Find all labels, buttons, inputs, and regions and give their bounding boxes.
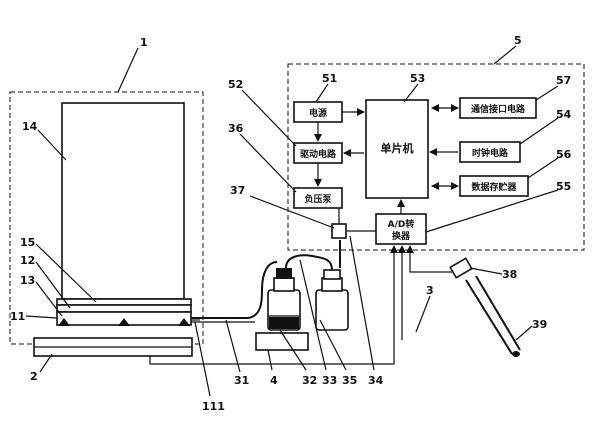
ref-56: 56 — [556, 148, 572, 161]
ref-3: 3 — [426, 284, 434, 297]
leader-36 — [239, 133, 297, 193]
wire-adc-probe — [406, 245, 458, 273]
ref-31: 31 — [234, 374, 249, 387]
valve-37 — [331, 223, 347, 239]
ref-33: 33 — [322, 374, 337, 387]
leader-31 — [225, 319, 241, 373]
leader-1 — [117, 47, 139, 93]
mcu-53 — [365, 99, 429, 199]
probe-shaft-39 — [465, 279, 513, 355]
ref-37: 37 — [230, 184, 245, 197]
leader-35 — [319, 319, 347, 371]
ref-54: 54 — [556, 108, 572, 121]
stand-4 — [255, 332, 309, 351]
probe-head-38 — [449, 257, 473, 279]
adc-55 — [375, 213, 427, 245]
ref-34: 34 — [368, 374, 384, 387]
leader-13 — [35, 281, 63, 317]
leader-14 — [37, 129, 67, 161]
tube-31 — [191, 261, 278, 319]
ref-36: 36 — [228, 122, 244, 135]
bottle-32-neck — [273, 277, 295, 292]
leader-15 — [35, 243, 97, 303]
ref-12: 12 — [20, 254, 35, 267]
ref-15: 15 — [20, 236, 35, 249]
ref-53: 53 — [410, 72, 425, 85]
leader-4 — [267, 349, 273, 371]
block-adc-label-2: 换器 — [392, 230, 411, 242]
plate-15 — [56, 298, 192, 306]
leader-32 — [279, 329, 307, 371]
ref-4: 4 — [270, 374, 278, 387]
leader-52 — [241, 89, 297, 147]
leader-56 — [527, 157, 559, 179]
leader-33 — [299, 259, 327, 371]
bottle-33-neck — [321, 277, 343, 292]
block-power-label: 电源 — [309, 107, 327, 119]
probe-tip-39 — [512, 351, 520, 357]
bottle-33-cap — [323, 269, 341, 280]
leader-38 — [469, 267, 503, 275]
leader-5 — [493, 45, 517, 65]
ref-51: 51 — [322, 72, 337, 85]
clock-54 — [459, 141, 521, 163]
leader-39 — [515, 325, 533, 341]
ref-11: 11 — [10, 310, 25, 323]
ref-38: 38 — [502, 268, 517, 281]
block-adc-label-1: A/D转 — [388, 218, 415, 230]
leader-54 — [519, 117, 559, 145]
memory-56 — [459, 175, 529, 197]
support-triangle — [178, 318, 190, 326]
layer-12 — [56, 304, 192, 313]
support-triangle — [58, 318, 70, 326]
unit-5-dashed-border — [287, 63, 585, 251]
ref-57: 57 — [556, 74, 571, 87]
leader-34 — [349, 235, 375, 371]
ref-111: 111 — [202, 400, 225, 413]
leader-2 — [39, 353, 53, 373]
wire-adc-platform — [149, 245, 398, 365]
block-comm-label: 通信接口电路 — [471, 103, 526, 115]
ref-32: 32 — [302, 374, 317, 387]
probe-shaft-39b — [475, 275, 521, 351]
ref-13: 13 — [20, 274, 35, 287]
tube-33 — [285, 254, 333, 271]
block-driver-label: 驱动电路 — [300, 148, 337, 160]
leader-12 — [35, 261, 71, 309]
block-clock-label: 时钟电路 — [472, 147, 509, 159]
ref-14: 14 — [22, 120, 38, 133]
ref-1: 1 — [140, 36, 148, 49]
ref-5: 5 — [514, 34, 522, 47]
panel-14 — [61, 102, 185, 300]
block-memory-label: 数据存贮器 — [471, 181, 517, 193]
leader-11 — [25, 315, 58, 319]
bottle-32-liquid — [269, 317, 299, 329]
bottle-33-body — [315, 289, 349, 331]
leader-57 — [535, 85, 559, 101]
unit-1-dashed-border — [9, 91, 204, 345]
comm-57 — [459, 97, 537, 119]
ref-52: 52 — [228, 78, 243, 91]
pump-36 — [293, 187, 343, 209]
leader-53 — [403, 83, 419, 103]
leader-55 — [425, 189, 559, 233]
support-triangle — [118, 318, 130, 326]
ref-39: 39 — [532, 318, 547, 331]
block-mcu-label: 单片机 — [381, 141, 414, 155]
leader-3 — [415, 295, 431, 333]
ref-35: 35 — [342, 374, 357, 387]
leader-111 — [194, 321, 211, 397]
bottle-32-cap — [276, 268, 292, 279]
ref-2: 2 — [30, 370, 38, 383]
ref-55: 55 — [556, 180, 571, 193]
leader-37 — [249, 195, 335, 229]
block-pump-label: 负压泵 — [304, 193, 332, 205]
leader-51 — [315, 83, 329, 103]
